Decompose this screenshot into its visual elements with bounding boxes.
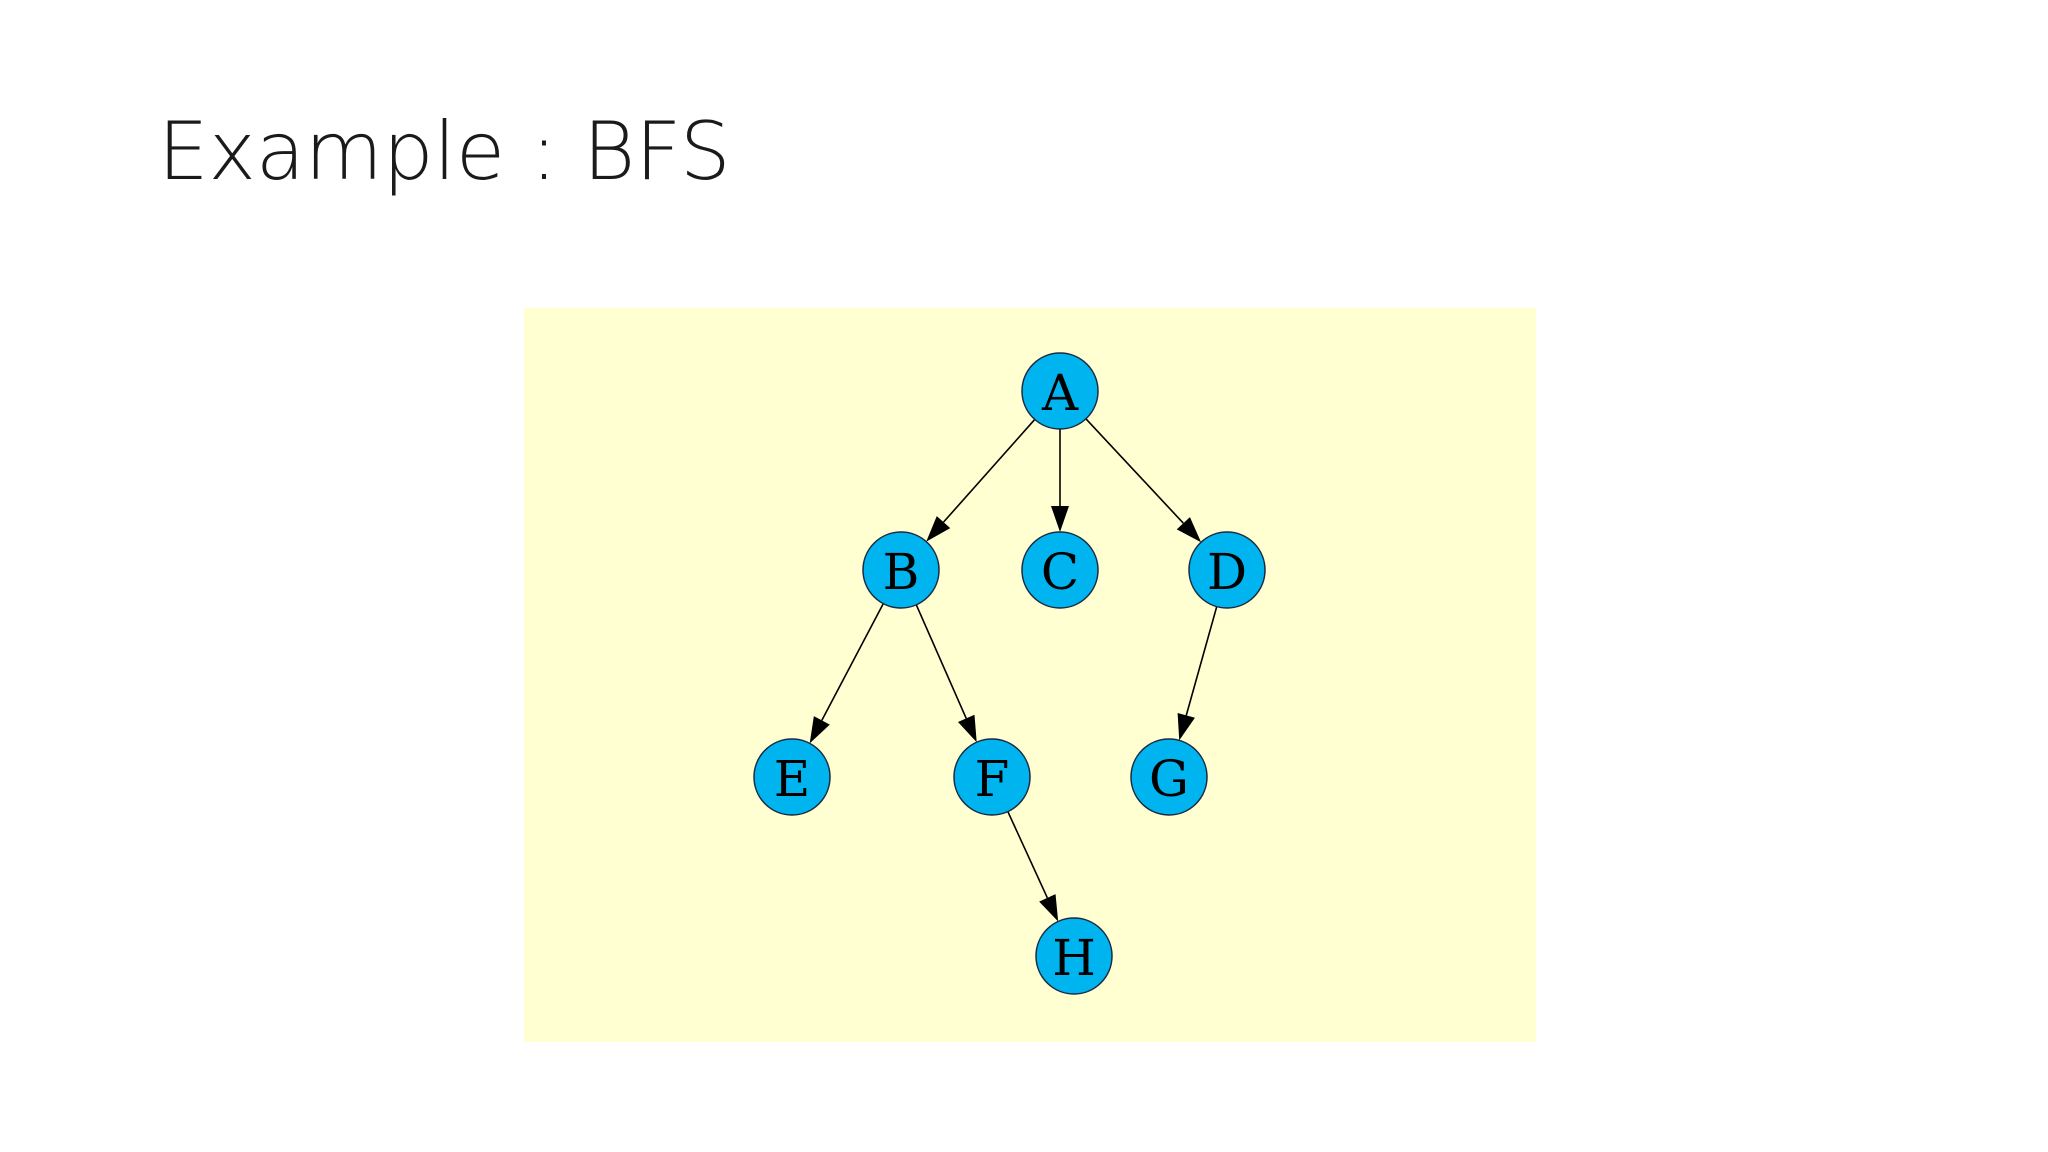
bfs-tree-diagram: A B C D E F G H xyxy=(753,352,1266,995)
nodes-layer: A B C D E F G H xyxy=(753,352,1266,995)
node-label: A xyxy=(1041,364,1079,422)
edge-line xyxy=(1007,811,1049,899)
edge-line xyxy=(915,604,967,719)
arrowhead-icon xyxy=(926,516,951,542)
edge-a-b xyxy=(926,418,1036,542)
node-circle xyxy=(753,738,831,816)
node-circle xyxy=(1021,531,1099,609)
node-c: C xyxy=(1021,531,1099,609)
arrowhead-icon xyxy=(1051,506,1069,532)
arrowhead-icon xyxy=(1176,517,1202,543)
node-label: G xyxy=(1149,750,1189,808)
node-e: E xyxy=(753,738,831,816)
bfs-diagram-panel: A B C D E F G H xyxy=(524,308,1536,1042)
node-d: D xyxy=(1188,531,1266,609)
arrowhead-icon xyxy=(1177,712,1195,741)
arrowhead-icon xyxy=(958,714,977,743)
edge-a-d xyxy=(1085,418,1202,543)
edges-layer xyxy=(809,418,1218,922)
edge-line xyxy=(942,418,1036,523)
node-circle xyxy=(1021,352,1099,430)
edge-line xyxy=(1185,606,1218,716)
slide-title: Example : BFS xyxy=(158,105,731,198)
node-label: F xyxy=(975,750,1010,808)
node-label: E xyxy=(774,750,811,808)
node-circle xyxy=(1188,531,1266,609)
node-label: C xyxy=(1041,543,1079,601)
node-circle xyxy=(1130,738,1208,816)
arrowhead-icon xyxy=(809,716,830,744)
node-circle xyxy=(1035,917,1113,995)
edge-b-e xyxy=(809,603,885,744)
edge-b-f xyxy=(915,604,977,743)
node-a: A xyxy=(1021,352,1099,430)
edge-line xyxy=(821,603,885,721)
edge-f-h xyxy=(1007,811,1059,922)
edge-line xyxy=(1085,418,1184,524)
node-label: H xyxy=(1052,929,1096,987)
node-b: B xyxy=(862,531,940,609)
node-label: B xyxy=(883,543,920,601)
edge-a-c xyxy=(1051,429,1069,532)
edge-d-g xyxy=(1177,606,1218,741)
node-f: F xyxy=(953,738,1031,816)
node-circle xyxy=(862,531,940,609)
node-g: G xyxy=(1130,738,1208,816)
node-h: H xyxy=(1035,917,1113,995)
node-label: D xyxy=(1207,543,1247,601)
arrowhead-icon xyxy=(1039,894,1059,922)
node-circle xyxy=(953,738,1031,816)
